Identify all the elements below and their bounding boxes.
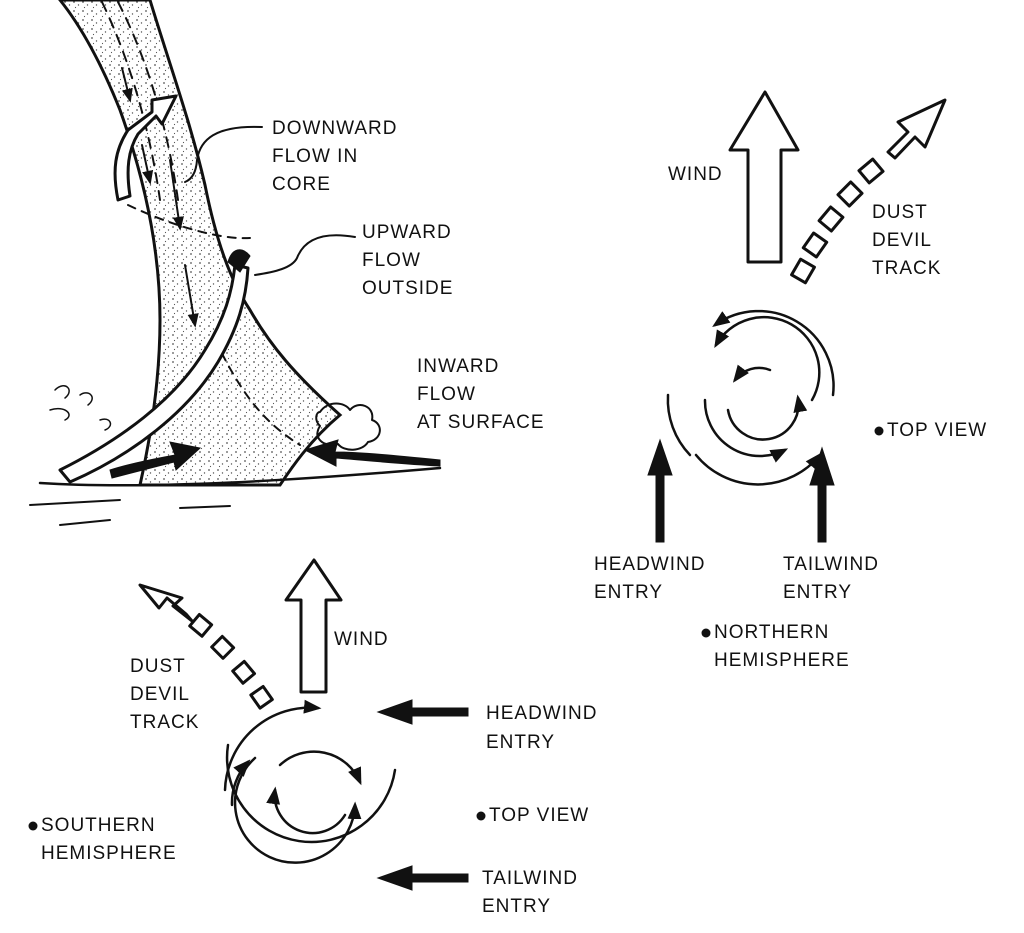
label-wind: WIND [334,629,389,650]
downward-arrow [121,67,133,103]
southern-hemisphere-top-view: WIND DUST DEVIL TRACK HEADWIND ENTRY [28,558,604,917]
upward-spiral-band [58,263,250,484]
headwind-entry-arrow [647,438,673,543]
swirl-middle-arc [233,756,362,864]
label-hemisphere: NORTHERN HEMISPHERE [714,622,850,671]
tailwind-entry-arrow [376,865,469,891]
dust-column [58,0,343,487]
label-downward-flow: DOWNWARD FLOW IN CORE [272,118,404,195]
swirl-outer-arc [712,309,835,397]
inward-flow-arrow-right [303,439,441,467]
label-top-view: TOP VIEW [887,420,987,441]
wind-arrow [728,90,800,264]
dust-devil-side-view: DOWNWARD FLOW IN CORE UPWARD FLOW OUTSID… [29,0,545,526]
swirl-inner-arc [278,750,362,786]
swirl-outer-arc [223,699,322,792]
wind-arrow [284,558,343,694]
leader-line-upward [254,234,356,276]
swirl-middle-arc [714,315,821,402]
label-headwind-entry: HEADWIND ENTRY [594,554,712,603]
downward-arrow [141,144,154,185]
label-wind: WIND [668,164,723,185]
swirl-tip [227,249,251,273]
tailwind-entry-arrow [809,446,835,543]
dust-devil-track [138,583,274,710]
debris-swirl [49,385,112,431]
label-tailwind-entry: TAILWIND ENTRY [482,868,584,917]
label-tailwind-entry: TAILWIND ENTRY [783,554,885,603]
label-headwind-entry: HEADWIND ENTRY [486,703,604,753]
track-arrowhead [138,583,194,623]
headwind-entry-arrow [376,699,469,725]
swirl-outer-arc [666,393,692,457]
swirl-inner-arc [732,364,772,383]
debris-cloud [315,402,381,451]
bullet-dot [476,811,486,821]
northern-hemisphere-top-view: WIND DUST DEVIL TRACK TOP VIEW HEAD [594,90,987,671]
dust-devil-track [790,98,947,285]
swirl-outer-arc [225,743,397,844]
bullet-dot [874,426,884,436]
inward-flow-arrow-left [109,441,202,479]
ground-line [38,466,442,487]
label-upward-flow: UPWARD FLOW OUTSIDE [362,222,458,299]
label-track: DUST DEVIL TRACK [130,656,199,733]
upward-spiral-band [113,94,178,202]
core-boundary-line [117,1,179,201]
swirl-middle-arc [703,398,789,463]
track-arrowhead [886,98,947,160]
core-boundary-line [101,1,161,201]
label-hemisphere: SOUTHERN HEMISPHERE [41,815,177,864]
swirl-middle-arc [230,759,251,807]
label-inward-flow: INWARD FLOW AT SURFACE [417,356,545,433]
downward-arrow [169,159,184,231]
bullet-dot [28,821,38,831]
bullet-dot [701,628,711,638]
swirl-inner-arc [726,394,808,441]
leader-line-downward [184,125,263,183]
downward-arrow [184,264,199,328]
swirl-outer-arc [694,452,823,486]
ground-line [29,499,231,526]
label-top-view: TOP VIEW [489,805,589,826]
swirl-inner-arc [266,786,347,835]
label-track: DUST DEVIL TRACK [872,202,941,279]
swirl-dashed-line [127,204,251,240]
